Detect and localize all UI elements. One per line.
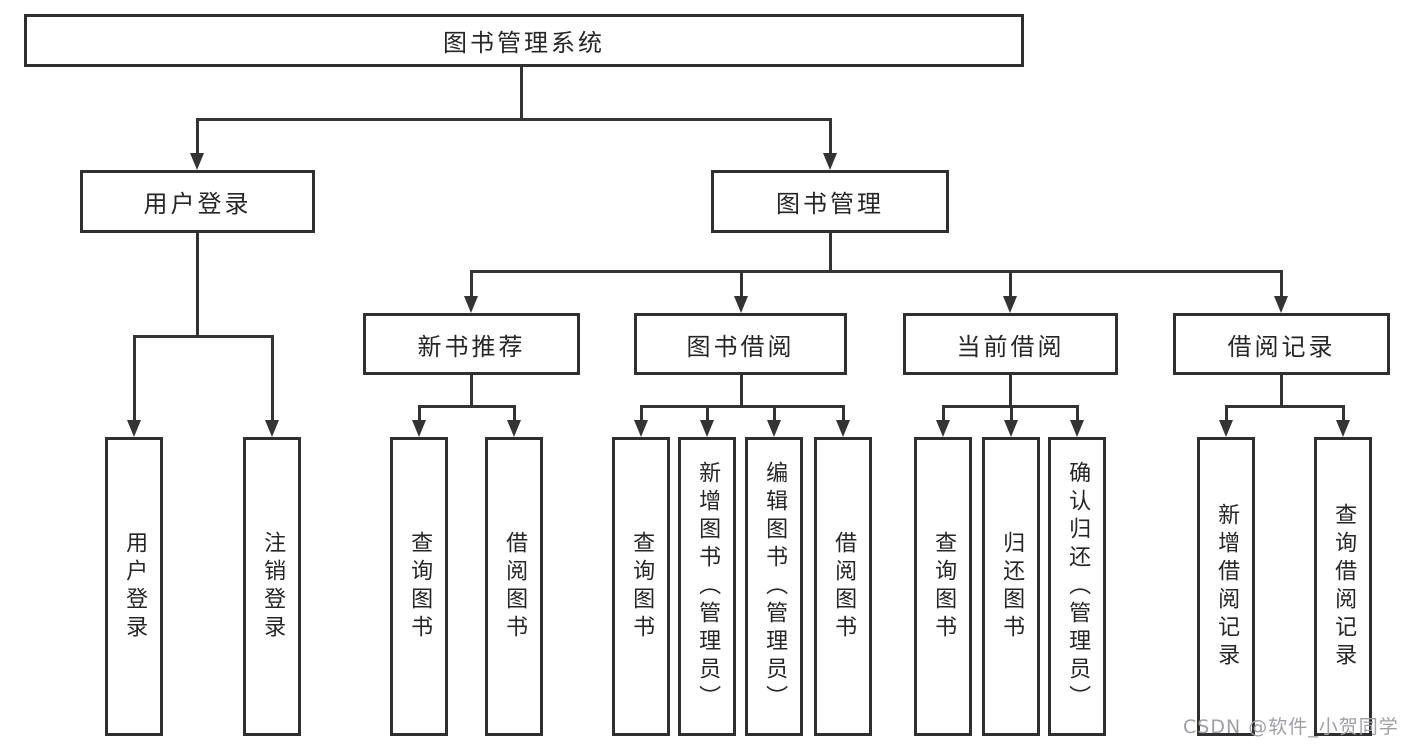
connector-line — [133, 335, 274, 338]
connector-line — [196, 118, 199, 154]
leaf-label: 查询借阅记录 — [1331, 502, 1357, 671]
connector-arrowhead — [1004, 420, 1018, 437]
connector-arrowhead — [127, 420, 141, 437]
leaf-borrowing-borrow-books: 借阅图书 — [814, 437, 872, 736]
connector-line — [196, 118, 832, 121]
leaf-label: 归还图书 — [999, 530, 1025, 643]
node-book-management: 图书管理 — [711, 170, 949, 233]
leaf-user-login: 用户登录 — [105, 437, 163, 736]
connector-line — [740, 375, 743, 408]
connector-line — [740, 270, 743, 297]
connector-line — [470, 375, 473, 408]
connector-line — [418, 405, 421, 421]
connector-arrowhead — [1274, 296, 1288, 313]
connector-line — [520, 67, 523, 120]
connector-arrowhead — [734, 296, 748, 313]
connector-arrowhead — [265, 420, 279, 437]
connector-arrowhead — [1003, 296, 1017, 313]
connector-line — [1225, 405, 1345, 408]
connector-line — [513, 405, 516, 421]
connector-line — [706, 405, 709, 421]
connector-arrowhead — [767, 420, 781, 437]
node-root-system: 图书管理系统 — [24, 14, 1024, 67]
connector-line — [1342, 405, 1345, 421]
connector-arrowhead — [412, 420, 426, 437]
leaf-records-query-borrow-record: 查询借阅记录 — [1314, 437, 1372, 736]
connector-line — [829, 233, 832, 272]
node-borrowing-records: 借阅记录 — [1173, 313, 1390, 375]
node-user-login: 用户登录 — [80, 170, 315, 233]
leaf-label: 用户登录 — [122, 530, 148, 643]
leaf-borrowing-edit-books-admin: 编辑图书（管理员） — [745, 437, 803, 736]
leaf-label: 确认归还（管理员） — [1065, 460, 1091, 713]
node-current-borrowing: 当前借阅 — [903, 313, 1118, 375]
leaf-label: 借阅图书 — [831, 530, 857, 643]
connector-line — [640, 405, 845, 408]
connector-arrowhead — [1070, 420, 1084, 437]
connector-arrowhead — [1219, 420, 1233, 437]
connector-arrowhead — [634, 420, 648, 437]
leaf-label: 注销登录 — [260, 530, 286, 643]
connector-line — [1280, 375, 1283, 408]
connector-line — [271, 335, 274, 420]
connector-line — [829, 118, 832, 154]
connector-line — [773, 405, 776, 421]
leaf-borrowing-query-books: 查询图书 — [612, 437, 670, 736]
leaf-newbooks-query-books: 查询图书 — [390, 437, 448, 736]
leaf-current-confirm-return-admin: 确认归还（管理员） — [1048, 437, 1106, 736]
connector-line — [196, 233, 199, 337]
connector-arrowhead — [464, 296, 478, 313]
leaf-label: 借阅图书 — [502, 530, 528, 643]
leaf-label: 新增借阅记录 — [1214, 502, 1240, 671]
leaf-label: 查询图书 — [629, 530, 655, 643]
connector-line — [1009, 375, 1012, 408]
leaf-newbooks-borrow-books: 借阅图书 — [485, 437, 543, 736]
connector-arrowhead — [1336, 420, 1350, 437]
connector-line — [133, 335, 136, 420]
connector-arrowhead — [823, 153, 837, 170]
connector-line — [640, 405, 643, 421]
node-book-borrowing: 图书借阅 — [634, 313, 847, 375]
leaf-records-add-borrow-record: 新增借阅记录 — [1197, 437, 1255, 736]
leaf-current-query-books: 查询图书 — [914, 437, 972, 736]
csdn-watermark: CSDN @软件_小贺同学 — [1183, 716, 1399, 738]
connector-line — [1280, 270, 1283, 297]
connector-arrowhead — [507, 420, 521, 437]
leaf-label: 新增图书（管理员） — [695, 460, 721, 713]
connector-line — [842, 405, 845, 421]
leaf-borrowing-add-books-admin: 新增图书（管理员） — [678, 437, 736, 736]
connector-line — [470, 270, 473, 297]
connector-line — [470, 270, 1283, 273]
connector-line — [942, 405, 945, 421]
connector-line — [1076, 405, 1079, 421]
leaf-label: 查询图书 — [407, 530, 433, 643]
connector-line — [1010, 405, 1013, 421]
leaf-label: 查询图书 — [931, 530, 957, 643]
node-new-book-recommendation: 新书推荐 — [363, 313, 580, 375]
connector-line — [1225, 405, 1228, 421]
connector-arrowhead — [190, 153, 204, 170]
connector-arrowhead — [936, 420, 950, 437]
leaf-label: 编辑图书（管理员） — [762, 460, 788, 713]
connector-line — [418, 405, 516, 408]
connector-line — [1009, 270, 1012, 297]
leaf-logout: 注销登录 — [243, 437, 301, 736]
connector-arrowhead — [836, 420, 850, 437]
connector-arrowhead — [700, 420, 714, 437]
leaf-current-return-books: 归还图书 — [982, 437, 1040, 736]
